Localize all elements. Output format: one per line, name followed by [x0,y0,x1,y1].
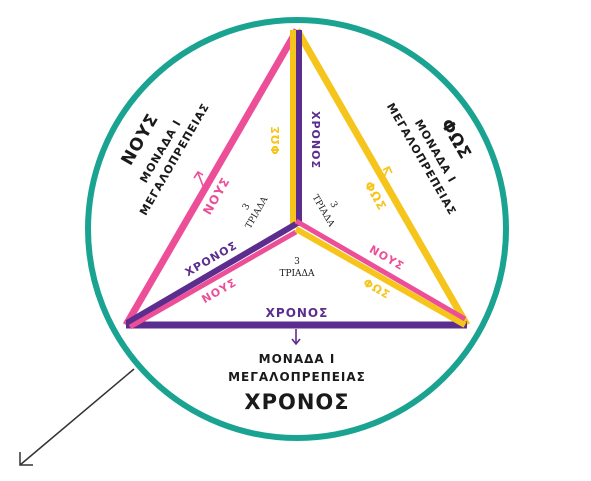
arrow-down-bottom-icon [291,329,301,346]
svg-text:ΤΡΙΑΔΑ: ΤΡΙΑΔΑ [279,269,315,279]
right-spoke-label-a: ΝΟΥΣ [367,243,406,273]
arrow-up-right-icon [381,165,393,183]
outer-bottom-line1: ΜΟΝΑΔΑ Ι [259,352,336,366]
arrow-up-left-icon [193,170,204,187]
triad-right: 3 ΤΡΙΑΔΑ [310,193,339,229]
svg-text:3: 3 [241,202,253,212]
vertical-right-label: ΧΡΟΝΟΣ [309,111,322,169]
outer-left-text: ΝΟΥΣ ΜΟΝΑΔΑ Ι ΜΕΓΑΛΟΠΡΕΠΕΙΑΣ [118,101,213,218]
svg-text:ΤΡΙΑΔΑ: ΤΡΙΑΔΑ [244,195,270,231]
outer-bottom-word: ΧΡΟΝΟΣ [244,390,349,414]
pointer-arrow-icon [19,368,135,466]
outer-triangle [122,28,471,329]
outer-ring [85,17,509,441]
vertical-left-label: ΦΩΣ [269,125,282,154]
triad-left: 3 ΤΡΙΑΔΑ [241,195,271,231]
triad-bottom: 3 ΤΡΙΑΔΑ [279,257,315,279]
svg-text:3: 3 [294,257,300,267]
edge-left-label: ΝΟΥΣ [200,175,233,218]
outer-right-text: ΦΩΣ ΜΟΝΑΔΑ Ι ΜΕΓΑΛΟΠΡΕΠΕΙΑΣ [384,101,475,218]
small-arrows [193,165,393,346]
inner-spokes [125,30,467,330]
outer-bottom-text: ΜΟΝΑΔΑ Ι ΜΕΓΑΛΟΠΡΕΠΕΙΑΣ ΧΡΟΝΟΣ [228,352,366,414]
outer-bottom-line2: ΜΕΓΑΛΟΠΡΕΠΕΙΑΣ [228,370,366,384]
svg-text:ΤΡΙΑΔΑ: ΤΡΙΑΔΑ [310,193,336,229]
svg-text:3: 3 [327,200,339,210]
edge-bottom-label: ΧΡΟΝΟΣ [266,306,329,320]
